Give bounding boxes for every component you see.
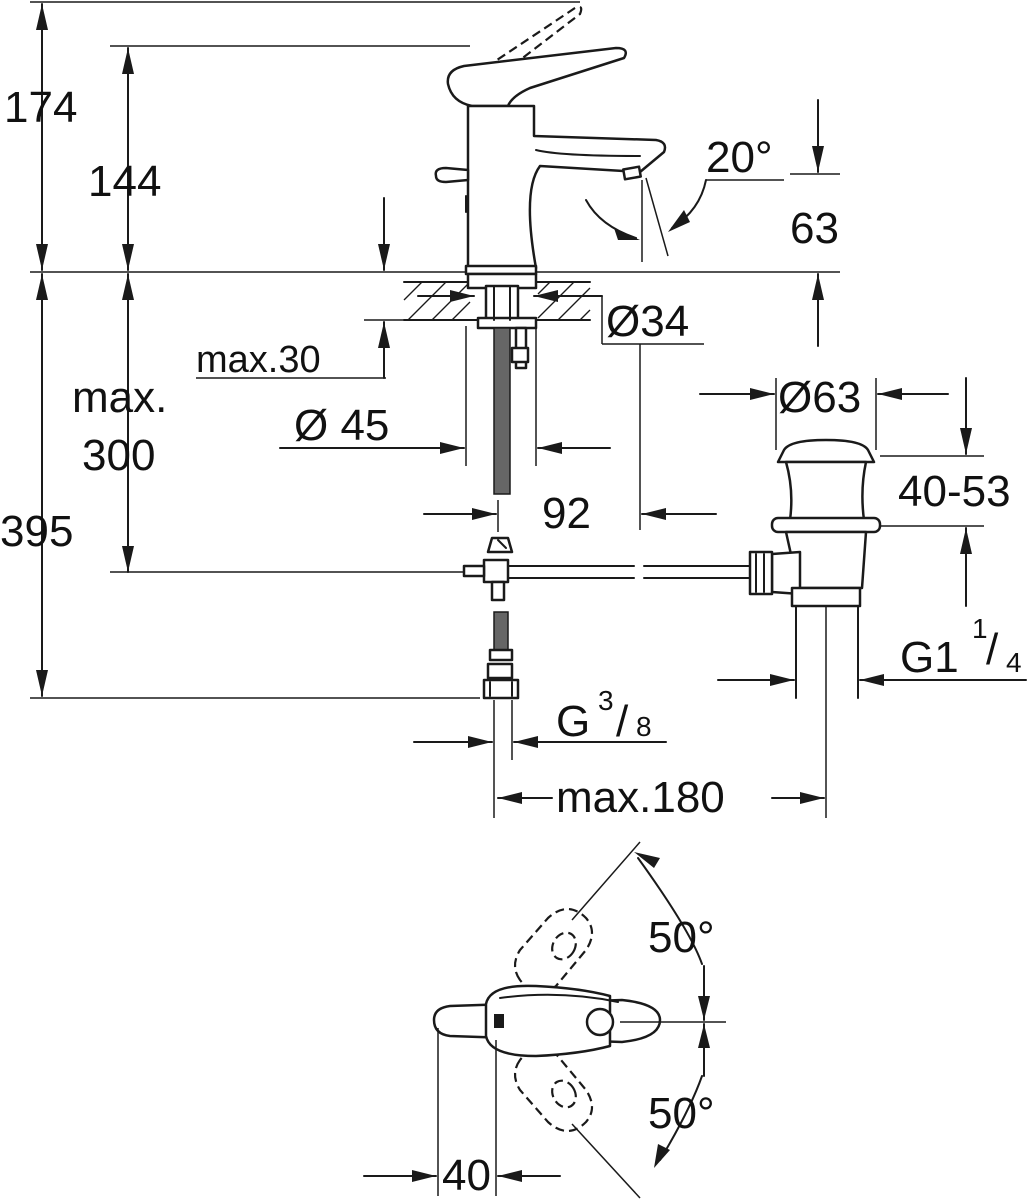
dim-g-den: 8 [636, 711, 652, 742]
dim-max-label: max. [72, 373, 167, 422]
w92-dim: 92 [423, 344, 717, 538]
dim-max180: max.180 [556, 773, 725, 822]
lever-rotated-right [513, 1047, 594, 1133]
popup-rod-knob [434, 166, 470, 184]
arrow-174-top [36, 4, 48, 30]
body-top [484, 984, 612, 1058]
dim-g1-sep: / [986, 625, 999, 674]
d34-dim: Ø34 [417, 290, 704, 346]
faucet-top-view: 50° 50° 40 [363, 841, 726, 1200]
faucet-body [466, 104, 667, 270]
dim-40: 40 [442, 1151, 491, 1200]
left-dimensions: 174 144 max. 300 395 [0, 1, 840, 699]
connection-assembly [462, 536, 753, 818]
d45-dim: Ø 45 [279, 326, 611, 466]
braided-hose [493, 327, 511, 495]
deck-section [403, 272, 591, 495]
dim-g1: G1 [900, 633, 959, 682]
d63-dim: Ø63 [699, 373, 949, 422]
dim-395: 395 [0, 507, 73, 556]
dim-angle-20: 20° [706, 133, 773, 182]
dim-max30: max.30 [196, 339, 321, 381]
dim-300: 300 [82, 431, 155, 480]
drain-cap [776, 438, 876, 464]
dim-angle-50-bottom: 50° [648, 1089, 715, 1138]
spout-height-dim: 63 [790, 99, 840, 347]
faucet-side-view [434, 5, 667, 276]
g38-nut [482, 678, 520, 700]
dim-angle-50-top: 50° [648, 913, 715, 962]
max180-dim: max.180 [497, 773, 825, 822]
dim-g1-num: 1 [972, 613, 988, 644]
dim-g: G [556, 697, 590, 746]
dim-g-num: 3 [598, 685, 614, 716]
g114-dim: G1 1 / 4 [717, 613, 1027, 686]
drain-assembly [748, 378, 882, 818]
max30-dim: max.30 [196, 197, 474, 381]
aerator [622, 165, 642, 181]
g38-dim: G 3 / 8 [413, 685, 667, 748]
drain-flange [770, 516, 882, 534]
dim-d45: Ø 45 [294, 401, 389, 450]
dim-144: 144 [88, 157, 161, 206]
spout-angle: 20° [585, 133, 784, 262]
arrow-174-bottom [36, 244, 48, 270]
pivot-nut [748, 550, 774, 596]
dim-63: 63 [790, 204, 839, 253]
dim-range: 40-53 [898, 467, 1011, 516]
dim-g-sep: / [616, 697, 629, 746]
dim-92: 92 [542, 489, 591, 538]
dim-174: 174 [4, 83, 77, 132]
dim-d34: Ø34 [606, 297, 689, 346]
faucet-lever [446, 46, 627, 108]
lever-rotated-left [513, 907, 594, 993]
lever-raised-outline [449, 5, 583, 104]
range-dim: 40-53 [880, 377, 1011, 607]
dim-d63: Ø63 [778, 373, 861, 422]
dim-g1-den: 4 [1006, 647, 1022, 678]
